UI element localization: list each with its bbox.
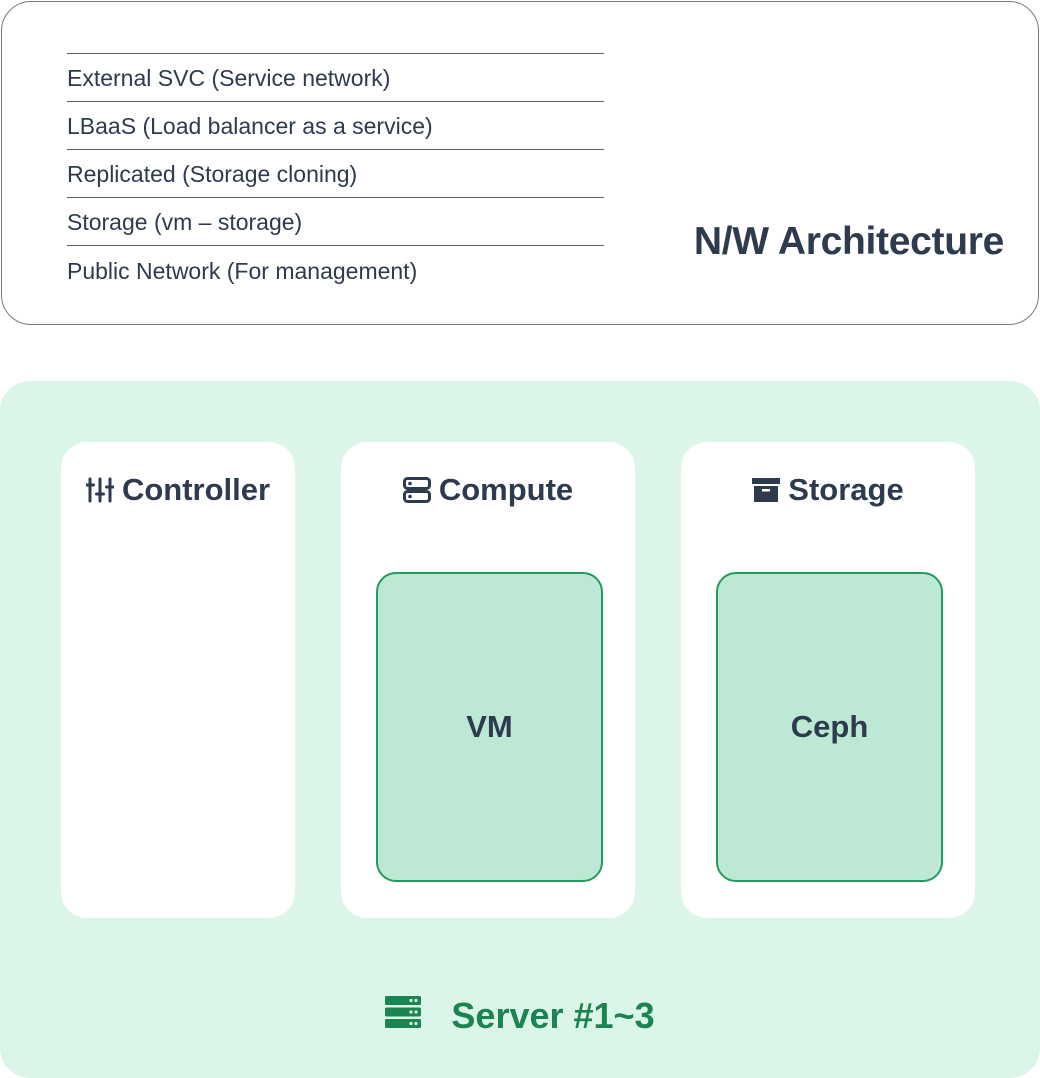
server-area: Controller Compute VM — [0, 381, 1040, 1078]
ceph-label: Ceph — [790, 709, 869, 744]
sliders-icon — [85, 477, 114, 503]
network-item-public: Public Network (For management) — [67, 257, 418, 284]
network-architecture-panel: External SVC (Service network) LBaaS (Lo… — [1, 1, 1039, 325]
compute-node: Compute VM — [341, 442, 635, 918]
network-architecture-title: N/W Architecture — [693, 220, 1004, 263]
network-item-lbaas: LBaaS (Load balancer as a service) — [67, 102, 604, 150]
controller-node: Controller — [61, 442, 295, 918]
storage-node: Storage Ceph — [681, 442, 975, 918]
server-stack-icon — [402, 477, 431, 503]
server-rack-icon — [385, 995, 422, 1037]
controller-header: Controller — [61, 472, 295, 508]
vm-box: VM — [376, 572, 603, 882]
archive-box-icon — [752, 477, 781, 503]
compute-header: Compute — [341, 472, 635, 508]
compute-label: Compute — [438, 472, 574, 507]
server-label-row: Server #1~3 — [0, 995, 1040, 1037]
network-item-storage: Storage (vm – storage) — [67, 198, 604, 246]
network-list: External SVC (Service network) LBaaS (Lo… — [67, 53, 604, 294]
controller-label: Controller — [121, 472, 271, 507]
network-item-external-svc: External SVC (Service network) — [67, 54, 604, 102]
ceph-box: Ceph — [716, 572, 943, 882]
vm-label: VM — [466, 709, 513, 744]
server-label: Server #1~3 — [451, 995, 655, 1036]
network-item-replicated: Replicated (Storage cloning) — [67, 150, 604, 198]
storage-header: Storage — [681, 472, 975, 508]
storage-label: Storage — [788, 472, 904, 507]
